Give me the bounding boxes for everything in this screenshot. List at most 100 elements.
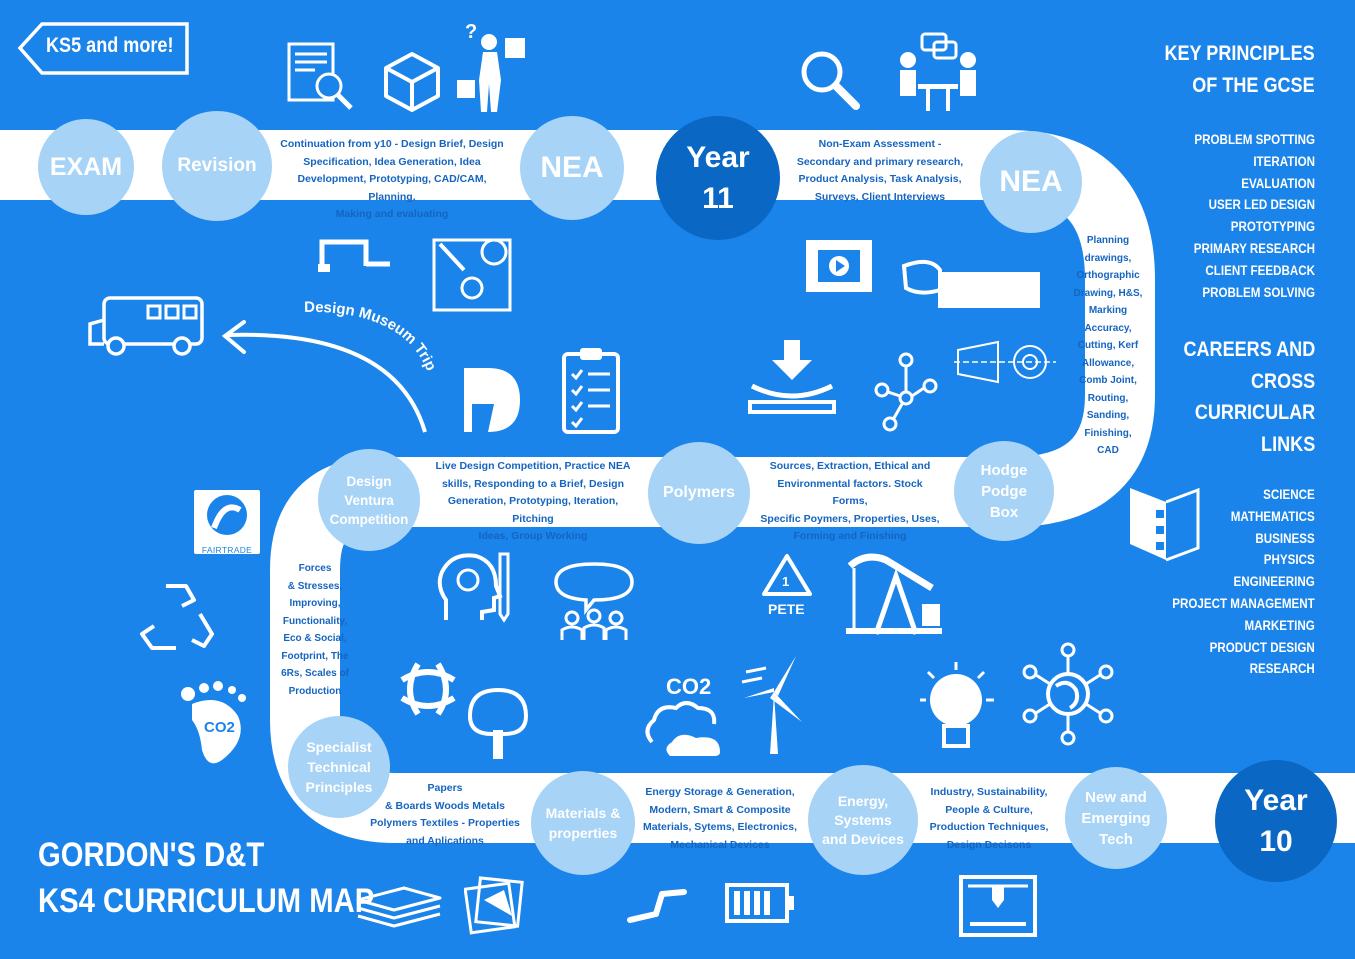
desc-industry: Industry, Sustainability, People & Cultu…	[924, 784, 1054, 854]
heading-line: CURRICULAR	[1194, 401, 1315, 424]
ks5-button[interactable]: KS5 and more!	[46, 34, 174, 57]
desc-line: Specific Poymers, Properties, Uses,	[760, 512, 940, 525]
d-logo-icon	[464, 368, 520, 432]
desc-line: Forces	[298, 563, 332, 574]
node-polymers: Polymers	[648, 442, 750, 544]
desc-line: Improving,	[289, 598, 341, 609]
desc-line: Modern, Smart & Composite	[649, 803, 791, 816]
list-item: PROJECT MANAGEMENT	[1172, 595, 1315, 611]
list-item: SCIENCE	[1263, 487, 1315, 502]
desc-polymers: Sources, Extraction, Ethical and Environ…	[760, 458, 940, 546]
heading-line: OF THE GCSE	[1192, 74, 1315, 97]
svg-text:?: ?	[465, 21, 477, 43]
careers-list: SCIENCE MATHEMATICS BUSINESS PHYSICS ENG…	[1172, 484, 1315, 680]
desc-forces: Forces & Stresses, Improving, Functional…	[272, 560, 358, 700]
list-item: ENGINEERING	[1233, 574, 1315, 590]
newtech-line2: Emerging	[1081, 809, 1151, 827]
bulb-puzzle-icon	[920, 662, 994, 748]
laser-cutter-icon	[959, 875, 1037, 937]
list-item: MARKETING	[1244, 617, 1315, 633]
list-item: BUSINESS	[1255, 530, 1315, 546]
molecule-icon	[874, 352, 938, 432]
ks5-arrow-box	[17, 22, 189, 75]
footprint-icon: CO2	[181, 681, 246, 764]
desc-line: Non-Exam Assessment -	[818, 138, 942, 150]
list-item: MATHEMATICS	[1230, 508, 1315, 524]
node-nea-left: NEA	[520, 116, 624, 220]
desc-line: Routing,	[1087, 392, 1129, 404]
ventura-line3: Competition	[329, 511, 409, 527]
desc-line: Surveys, Client Interviews	[814, 190, 946, 203]
desc-line: Planning	[1086, 235, 1130, 246]
battery-icon	[725, 883, 794, 923]
list-item: PRIMARY RESEARCH	[1193, 240, 1315, 256]
press-icon	[748, 340, 836, 414]
materials-line1: Materials &	[545, 805, 621, 821]
saw-icon	[901, 259, 1040, 308]
desc-line: Industry, Sustainability,	[930, 786, 1048, 798]
node-hodge-podge: Hodge Podge Box	[954, 441, 1054, 541]
desc-line: Polymers Textiles - Properties	[370, 817, 520, 829]
node-year10: Year 10	[1215, 760, 1337, 882]
desc-line: drawings,	[1084, 252, 1132, 264]
year11-line2: 11	[702, 182, 734, 215]
node-design-ventura: Design Ventura Competition	[318, 449, 420, 551]
desc-nea-assessment: Non-Exam Assessment - Secondary and prim…	[790, 136, 970, 206]
desc-line: CAD	[1097, 445, 1119, 456]
title-line2: KS4 CURRICULUM MAP	[38, 882, 375, 920]
bus-icon	[88, 296, 204, 356]
newtech-line3: Tech	[1099, 830, 1133, 848]
node-nea-right-label: NEA	[999, 165, 1063, 198]
document-search-icon	[287, 42, 353, 110]
co2-cloud-icon: CO2	[645, 674, 720, 756]
desc-line: Functionality,	[282, 615, 348, 627]
desc-line: Forming and Finishing	[793, 530, 907, 542]
orthographic-icon	[954, 340, 1056, 384]
paper-layers-icon	[356, 886, 442, 928]
desc-line: Production	[288, 685, 342, 697]
trip-arrow	[227, 332, 427, 433]
desc-papers: Papers & Boards Woods Metals Polymers Te…	[370, 780, 520, 850]
wind-turbine-icon	[741, 656, 802, 754]
list-item: PHYSICS	[1264, 552, 1315, 568]
book-joint-icon	[1130, 487, 1200, 562]
energy-line2: Systems	[834, 811, 892, 828]
desc-line: & Boards Woods Metals	[385, 799, 505, 812]
desc-line: Mechanical Devices	[670, 838, 770, 851]
node-polymers-label: Polymers	[662, 484, 736, 501]
desc-energy-storage: Energy Storage & Generation, Modern, Sma…	[642, 784, 798, 854]
node-specialist: Specialist Technical Principles	[288, 716, 390, 818]
energy-line3: and Devices	[822, 830, 904, 847]
recycle-icon	[140, 584, 214, 650]
materials-line2: properties	[548, 825, 618, 841]
desc-line: Energy Storage & Generation,	[645, 786, 795, 798]
desc-line: Cutting, Kerf	[1077, 340, 1139, 351]
list-item: PROBLEM SPOTTING	[1194, 132, 1315, 147]
node-exam-label: EXAM	[49, 152, 123, 181]
hodge-line1: Hodge	[980, 461, 1028, 479]
node-nea-left-label: NEA	[540, 151, 604, 184]
desc-line: Eco & Social,	[283, 633, 347, 644]
year10-line1: Year	[1244, 784, 1308, 817]
desc-line: 6Rs, Scales of	[281, 668, 349, 679]
desc-line: Papers	[427, 782, 463, 794]
film-icon	[806, 240, 872, 292]
title-line1: GORDON'S D&T	[38, 836, 265, 874]
specialist-line2: Technical	[307, 759, 371, 775]
desc-line: Live Design Competition, Practice NEA	[435, 460, 631, 472]
node-revision: Revision	[162, 111, 272, 221]
desc-line: Sanding,	[1086, 410, 1130, 421]
desc-line: Drawing, H&S,	[1073, 287, 1143, 299]
desc-line: skills, Responding to a Brief, Design	[441, 477, 625, 490]
heading-line: LINKS	[1260, 432, 1315, 456]
ventura-line1: Design	[346, 473, 392, 489]
desc-line: People & Culture,	[945, 803, 1033, 816]
desc-line: Materials, Sytems, Electronics,	[642, 821, 798, 833]
page-title: GORDON'S D&T KS4 CURRICULUM MAP	[38, 832, 374, 924]
node-materials: Materials & properties	[531, 771, 635, 875]
heading-line: KEY PRINCIPLES	[1164, 42, 1315, 65]
specialist-line1: Specialist	[306, 739, 372, 755]
energy-line1: Energy,	[837, 792, 889, 809]
oil-pump-icon	[846, 553, 942, 635]
